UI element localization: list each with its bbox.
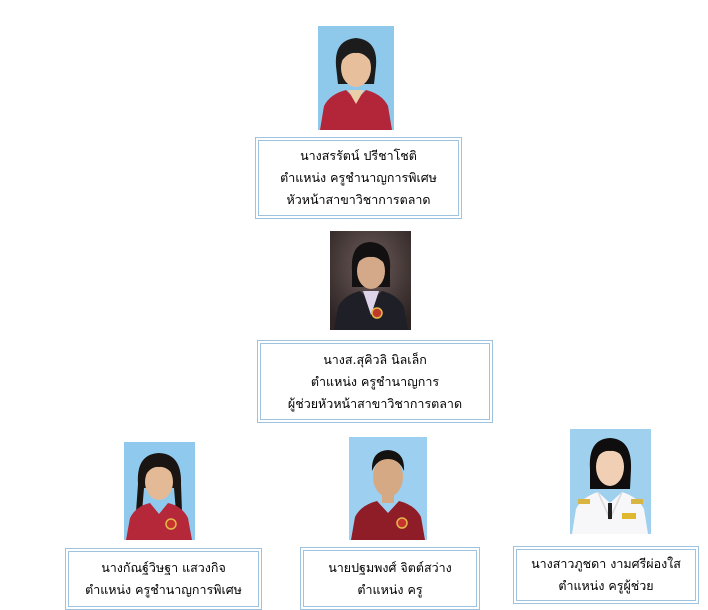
person-name: นางสรรัตน์ ปรีชาโชติ — [300, 148, 417, 163]
card-person-4: นายปฐมพงศ์ จิตต์สว่าง ตำแหน่ง ครู — [300, 547, 480, 610]
photo-person-3 — [124, 442, 195, 540]
person-name: นางกัณฐ์วิษฐา แสวงกิจ — [101, 560, 226, 575]
person-name: นางส.สุคิวลิ นิลเล็ก — [323, 351, 427, 367]
card-person-2: นางส.สุคิวลิ นิลเล็ก ตำแหน่ง ครูชำนาญการ… — [257, 340, 493, 423]
photo-person-2 — [330, 231, 411, 330]
person-position: ตำแหน่ง ครู — [357, 581, 423, 597]
photo-person-5 — [570, 429, 651, 534]
card-person-3: นางกัณฐ์วิษฐา แสวงกิจ ตำแหน่ง ครูชำนาญกา… — [65, 548, 262, 610]
card-person-5: นางสาวภูชดา งามศรีผ่องใส ตำแหน่ง ครูผู้ช… — [513, 546, 699, 604]
person-position: ตำแหน่ง ครูชำนาญการ — [310, 373, 440, 389]
person-position: ตำแหน่ง ครูชำนาญการพิเศษ — [85, 582, 242, 597]
person-position: ตำแหน่ง ครูชำนาญการพิเศษ — [280, 170, 437, 185]
person-role: ผู้ช่วยหัวหน้าสาขาวิชาการตลาด — [287, 395, 463, 411]
photo-person-1 — [318, 26, 394, 130]
person-name: นางสาวภูชดา งามศรีผ่องใส — [531, 556, 681, 571]
card-person-1: นางสรรัตน์ ปรีชาโชติ ตำแหน่ง ครูชำนาญการ… — [255, 137, 462, 219]
person-position: ตำแหน่ง ครูผู้ช่วย — [558, 578, 654, 593]
photo-person-4 — [349, 437, 427, 540]
person-name: นายปฐมพงศ์ จิตต์สว่าง — [328, 559, 452, 575]
person-role: หัวหน้าสาขาวิชาการตลาด — [286, 192, 431, 207]
